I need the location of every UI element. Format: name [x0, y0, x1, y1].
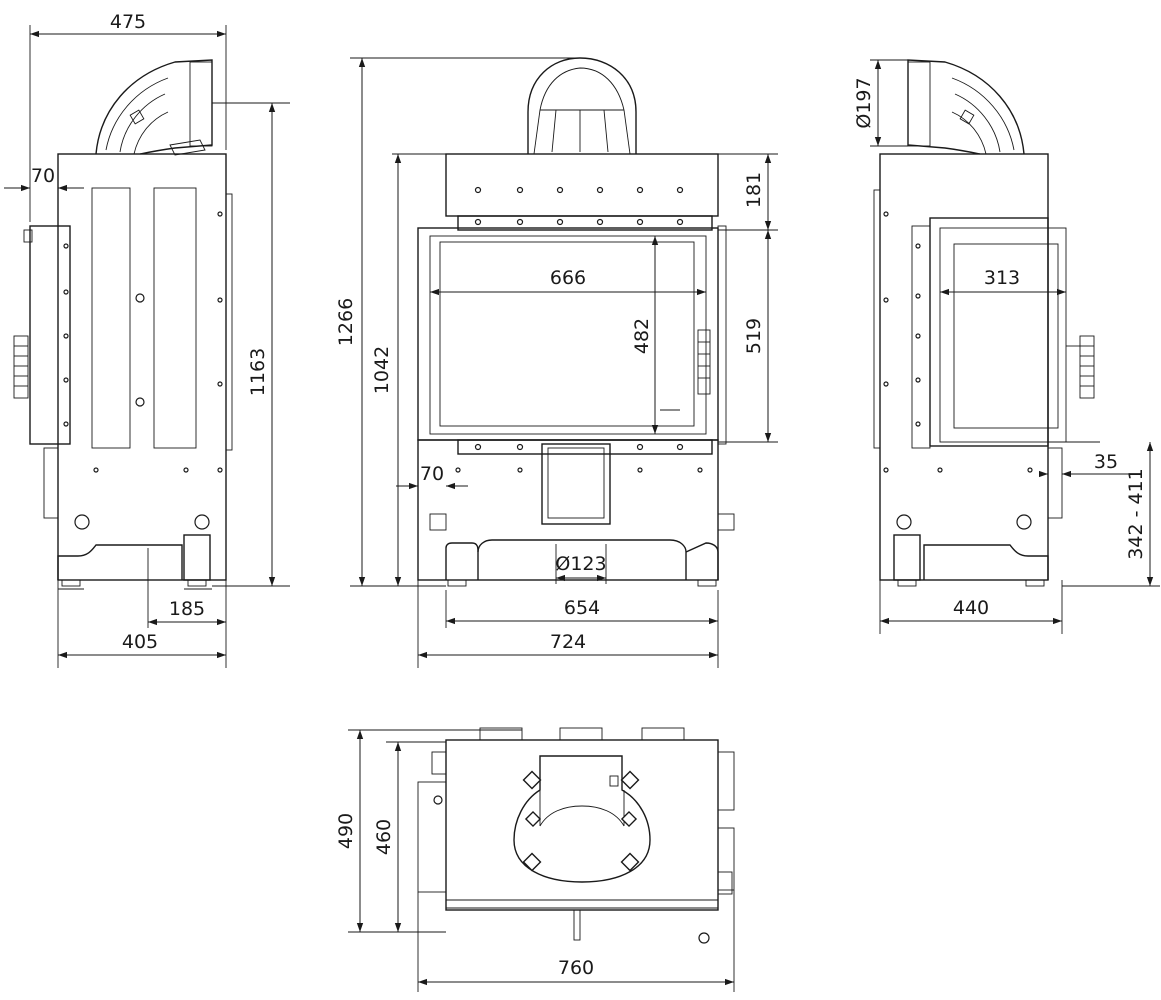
dim-flue-123: Ø123 — [555, 553, 606, 575]
dim-460: 460 — [373, 819, 395, 855]
dim-181: 181 — [743, 172, 765, 208]
dim-70-left: 70 — [31, 165, 55, 187]
dim-1163: 1163 — [247, 348, 269, 396]
dim-1266: 1266 — [335, 298, 357, 346]
dim-475: 475 — [110, 11, 146, 33]
dim-35: 35 — [1094, 451, 1118, 473]
left-side-view: 475 70 1163 185 405 — [4, 11, 290, 668]
dim-342-411: 342 - 411 — [1125, 468, 1147, 559]
dim-70-front: 70 — [420, 463, 444, 485]
dim-654: 654 — [564, 597, 600, 619]
dim-490: 490 — [335, 813, 357, 849]
dim-185: 185 — [169, 598, 205, 620]
top-view: 490 460 760 — [335, 727, 735, 992]
dim-482: 482 — [631, 318, 653, 354]
dim-666: 666 — [550, 267, 586, 289]
dim-313: 313 — [984, 267, 1020, 289]
dim-405: 405 — [122, 631, 158, 653]
dim-724: 724 — [550, 631, 586, 653]
front-view: 1266 1042 666 482 181 519 70 Ø123 654 72… — [335, 57, 778, 668]
dim-1042: 1042 — [371, 346, 393, 394]
dim-440: 440 — [953, 597, 989, 619]
dim-flue-197: Ø197 — [853, 77, 875, 128]
dim-519: 519 — [743, 318, 765, 354]
dim-760: 760 — [558, 957, 594, 979]
right-side-view: Ø197 313 35 — [853, 59, 1160, 634]
